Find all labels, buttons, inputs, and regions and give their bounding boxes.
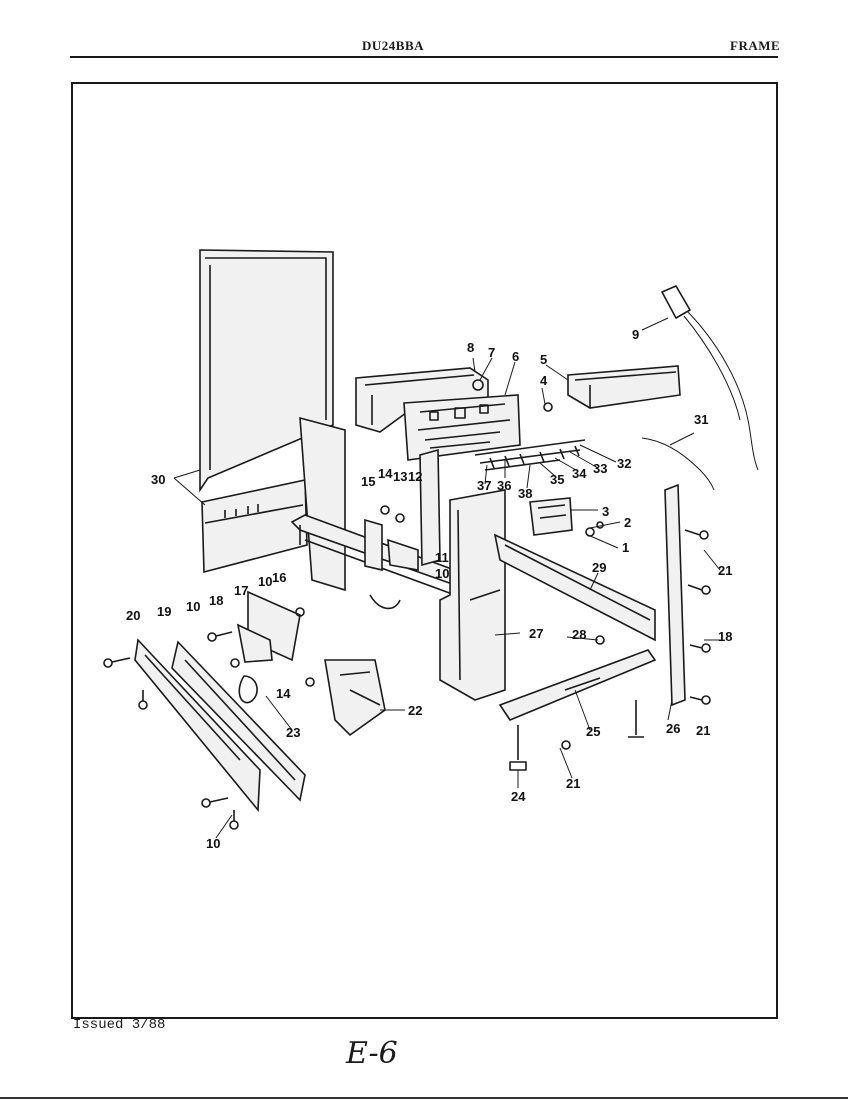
callout-4: 4 (540, 373, 548, 388)
diagram-frame (71, 82, 778, 1019)
callout-22: 22 (408, 703, 422, 718)
part-25-base-rail (498, 649, 657, 721)
callout-33: 33 (593, 461, 607, 476)
callout-29: 29 (592, 560, 606, 575)
callout-34: 34 (572, 466, 587, 481)
callout-26: 26 (666, 721, 680, 736)
callout-1: 1 (622, 540, 629, 555)
part-30-side-panel (199, 249, 334, 574)
header-rule (70, 56, 778, 58)
callout-32: 32 (617, 456, 631, 471)
callout-37: 37 (477, 478, 491, 493)
callout-21b: 21 (696, 723, 710, 738)
callout-18b: 18 (718, 629, 732, 644)
callout-35: 35 (550, 472, 564, 487)
part-5-cover (567, 365, 681, 409)
callout-10c: 10 (186, 599, 200, 614)
callout-38: 38 (518, 486, 532, 501)
callout-7: 7 (488, 345, 495, 360)
callout-19: 19 (157, 604, 171, 619)
model-number: DU24BBA (362, 38, 425, 53)
callout-15: 15 (361, 474, 375, 489)
callout-28: 28 (572, 627, 586, 642)
callout-25: 25 (586, 724, 600, 739)
callout-labels: 1 2 3 4 5 6 7 8 9 10 10 10 10 11 12 13 1… (126, 327, 732, 851)
part-22-hinge (324, 659, 386, 737)
part-27-frame (290, 416, 656, 701)
callout-14a: 14 (378, 466, 393, 481)
part-9-power-cord (661, 285, 759, 471)
part-31-wire (641, 437, 715, 491)
bottom-rule (0, 1097, 848, 1099)
section-title: FRAME (730, 38, 781, 53)
issued-date: Issued 3/88 (73, 1017, 166, 1033)
part-6-control-housing (355, 367, 521, 461)
callout-13: 13 (393, 469, 407, 484)
part-32-38-terminals (474, 439, 586, 471)
callout-14b: 14 (276, 686, 291, 701)
callout-36: 36 (497, 478, 511, 493)
callout-17: 17 (234, 583, 248, 598)
callout-12: 12 (408, 469, 422, 484)
callout-31: 31 (694, 412, 708, 427)
callout-24: 24 (511, 789, 526, 804)
callout-8: 8 (467, 340, 474, 355)
callout-16: 16 (272, 570, 286, 585)
callout-30: 30 (151, 472, 165, 487)
handwritten-page-mark: E-6 (346, 1036, 398, 1071)
part-26-side-rail (664, 483, 686, 707)
part-3-relay (529, 497, 573, 536)
callout-23: 23 (286, 725, 300, 740)
callout-3: 3 (602, 504, 609, 519)
callout-11: 11 (435, 550, 449, 565)
leader-lines (173, 317, 721, 839)
callout-10b: 10 (435, 566, 449, 581)
callout-20: 20 (126, 608, 140, 623)
callout-5: 5 (540, 352, 547, 367)
part-17-20-front-assembly (134, 590, 306, 813)
callout-18a: 18 (209, 593, 223, 608)
callout-10d: 10 (206, 836, 220, 851)
callout-9: 9 (632, 327, 639, 342)
callout-2: 2 (624, 515, 631, 530)
callout-21c: 21 (566, 776, 580, 791)
callout-10a: 10 (258, 574, 272, 589)
callout-21a: 21 (718, 563, 732, 578)
callout-6: 6 (512, 349, 519, 364)
part-24-leveling-leg (509, 700, 644, 771)
fasteners (103, 402, 711, 830)
callout-27: 27 (529, 626, 543, 641)
